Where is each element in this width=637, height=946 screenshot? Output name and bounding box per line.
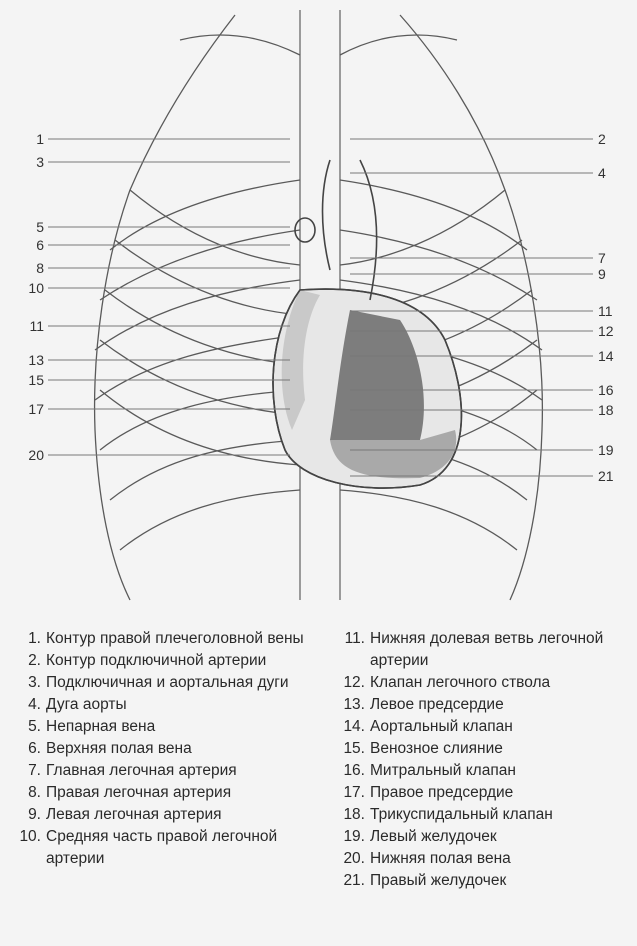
legend-label: Дуга аорты [46, 696, 127, 713]
legend-number: 17. [343, 784, 365, 801]
legend-number: 8. [28, 784, 41, 801]
legend-label: Левое предсердие [370, 696, 504, 713]
legend-number: 10. [19, 828, 41, 845]
callout-number-right-1: 4 [598, 165, 606, 181]
legend-number: 6. [28, 740, 41, 757]
callout-number-right-6: 14 [598, 348, 614, 364]
legend-item-left-3: 4. Дуга аорты [10, 694, 310, 716]
legend-number: 14. [343, 718, 365, 735]
right-callouts: 2 4 79 11 12 14 16 18 19 21 [350, 131, 614, 484]
legend-number: 1. [28, 630, 41, 647]
legend-number: 16. [343, 762, 365, 779]
callout-number-left-9: 17 [28, 401, 44, 417]
legend-label: Контур подключичной артерии [46, 652, 267, 669]
callout-number-left-8: 15 [28, 372, 44, 388]
legend-item-right-6: 17. Правое предсердие [334, 782, 634, 804]
callout-number-left-3: 6 [36, 237, 44, 253]
legend-label: Главная легочная артерия [46, 762, 237, 779]
legend-label: Средняя часть правой легочной артерии [46, 828, 278, 867]
legend-label: Митральный клапан [370, 762, 516, 779]
legend-number: 18. [343, 806, 365, 823]
legend-label: Клапан легочного ствола [370, 674, 551, 691]
callout-number-left-2: 5 [36, 219, 44, 235]
legend-label: Непарная вена [46, 718, 156, 735]
legend: 1. Контур правой плечеголовной вены 2. Конт… [0, 628, 637, 946]
callout-number-right-7: 16 [598, 382, 614, 398]
legend-item-right-1: 12. Клапан легочного ствола [334, 672, 634, 694]
callout-number-left-5: 10 [28, 280, 44, 296]
legend-item-right-0: 11. Нижняя долевая ветвь легочной артерии [334, 628, 634, 672]
legend-number: 4. [28, 696, 41, 713]
legend-label: Контур правой плечеголовной вены [46, 630, 304, 647]
legend-item-left-9: 10. Средняя часть правой легочной артерии [10, 826, 310, 870]
legend-left-column: 1. Контур правой плечеголовной вены 2. Конт… [10, 628, 310, 870]
legend-item-left-0: 1. Контур правой плечеголовной вены [10, 628, 310, 650]
legend-item-right-4: 15. Венозное слияние [334, 738, 634, 760]
legend-number: 13. [343, 696, 365, 713]
legend-number: 9. [28, 806, 41, 823]
legend-number: 12. [343, 674, 365, 691]
callout-number-left-0: 1 [36, 131, 44, 147]
legend-label: Левая легочная артерия [46, 806, 222, 823]
legend-item-right-10: 21. Правый желудочек [334, 870, 634, 892]
legend-item-left-4: 5. Непарная вена [10, 716, 310, 738]
callout-number-left-10: 20 [28, 447, 44, 463]
callout-number-left-7: 13 [28, 352, 44, 368]
callout-number-right-5: 12 [598, 323, 614, 339]
legend-number: 21. [343, 872, 365, 889]
legend-label: Левый желудочек [370, 828, 497, 845]
legend-label: Подключичная и аортальная дуги [46, 674, 289, 691]
callout-number-left-4: 8 [36, 260, 44, 276]
callout-number-right-3: 9 [598, 266, 606, 282]
legend-label: Аортальный клапан [370, 718, 513, 735]
legend-number: 19. [343, 828, 365, 845]
legend-item-right-8: 19. Левый желудочек [334, 826, 634, 848]
legend-item-right-3: 14. Аортальный клапан [334, 716, 634, 738]
legend-right-column: 11. Нижняя долевая ветвь легочной артерии… [334, 628, 634, 892]
legend-item-left-8: 9. Левая легочная артерия [10, 804, 310, 826]
legend-item-right-5: 16. Митральный клапан [334, 760, 634, 782]
legend-number: 20. [343, 850, 365, 867]
legend-item-right-9: 20. Нижняя полая вена [334, 848, 634, 870]
callout-number-right-4: 11 [598, 303, 613, 319]
legend-item-right-2: 13. Левое предсердие [334, 694, 634, 716]
callout-number-right-2: 7 [598, 250, 606, 266]
legend-label: Правая легочная артерия [46, 784, 232, 801]
legend-item-left-6: 7. Главная легочная артерия [10, 760, 310, 782]
callout-number-right-8: 18 [598, 402, 614, 418]
callout-number-left-6: 11 [29, 318, 44, 334]
legend-number: 15. [343, 740, 365, 757]
legend-item-left-7: 8. Правая легочная артерия [10, 782, 310, 804]
legend-number: 2. [28, 652, 41, 669]
legend-item-right-7: 18. Трикуспидальный клапан [334, 804, 634, 826]
legend-number: 3. [28, 674, 41, 691]
callout-number-right-10: 21 [598, 468, 614, 484]
legend-item-left-2: 3. Подключичная и аортальная дуги [10, 672, 310, 694]
legend-label: Нижняя полая вена [370, 850, 511, 867]
legend-label: Венозное слияние [370, 740, 503, 757]
callout-number-right-9: 19 [598, 442, 614, 458]
legend-number: 11. [344, 630, 365, 647]
legend-label: Правое предсердие [370, 784, 514, 801]
heart-silhouette [272, 159, 463, 489]
callout-number-left-1: 3 [36, 154, 44, 170]
legend-number: 5. [28, 718, 41, 735]
callout-number-right-0: 2 [598, 131, 606, 147]
legend-label: Верхняя полая вена [46, 740, 192, 757]
legend-label: Нижняя долевая ветвь легочной артерии [370, 630, 604, 669]
legend-label: Правый желудочек [370, 872, 507, 889]
legend-label: Трикуспидальный клапан [370, 806, 553, 823]
legend-item-left-1: 2. Контур подключичной артерии [10, 650, 310, 672]
legend-number: 7. [28, 762, 41, 779]
legend-item-left-5: 6. Верхняя полая вена [10, 738, 310, 760]
